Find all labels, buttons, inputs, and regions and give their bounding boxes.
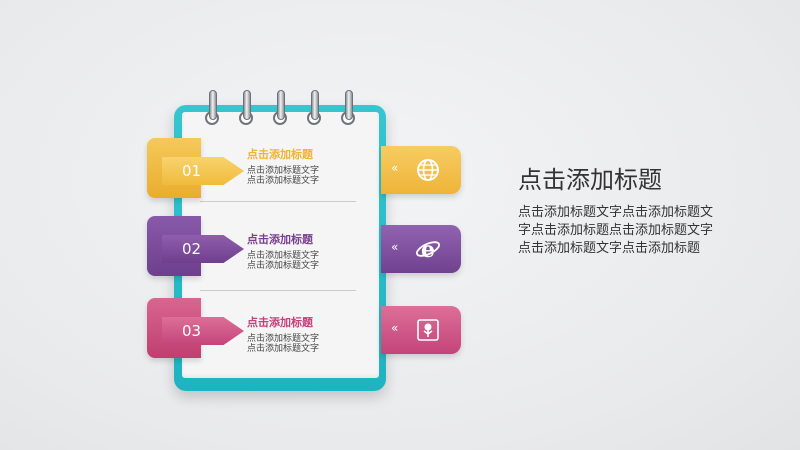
globe-icon [417, 159, 439, 181]
item-2-desc-line-1[interactable]: 点击添加标题文字 [247, 251, 320, 261]
svg-text:e: e [421, 237, 435, 262]
item-2-title[interactable]: 点击添加标题 [247, 233, 313, 246]
chevron-left-icon: « [391, 321, 399, 335]
flower-icon [417, 319, 439, 341]
item-2-number: 02 [182, 240, 202, 258]
item-3-title[interactable]: 点击添加标题 [247, 316, 313, 329]
side-tab-2[interactable]: « e [381, 225, 461, 273]
item-1-number-badge: 01 [162, 157, 244, 185]
binder-ring [273, 90, 287, 130]
chevron-left-icon: « [391, 161, 399, 175]
side-tab-3[interactable]: « [381, 306, 461, 354]
item-1-desc-line-2[interactable]: 点击添加标题文字 [247, 176, 320, 186]
main-body-text[interactable]: 点击添加标题文字点击添加标题文字点击添加标题点击添加标题文字点击添加标题文字点击… [518, 205, 714, 256]
binder-ring [205, 90, 219, 130]
item-3-number: 03 [182, 322, 202, 340]
chevron-left-icon: « [391, 240, 399, 254]
binder-ring [341, 90, 355, 130]
binder-ring [239, 90, 253, 130]
divider [200, 290, 356, 291]
item-1-title[interactable]: 点击添加标题 [247, 148, 313, 161]
side-tab-1[interactable]: « [381, 146, 461, 194]
item-1-desc-line-1[interactable]: 点击添加标题文字 [247, 166, 320, 176]
item-2-desc-line-2[interactable]: 点击添加标题文字 [247, 261, 320, 271]
item-3-desc-line-2[interactable]: 点击添加标题文字 [247, 344, 320, 354]
item-1-number: 01 [182, 162, 202, 180]
binder-ring [307, 90, 321, 130]
internet-explorer-icon: e [416, 237, 440, 262]
divider [200, 201, 356, 202]
main-title[interactable]: 点击添加标题 [518, 166, 662, 194]
item-3-desc-line-1[interactable]: 点击添加标题文字 [247, 334, 320, 344]
